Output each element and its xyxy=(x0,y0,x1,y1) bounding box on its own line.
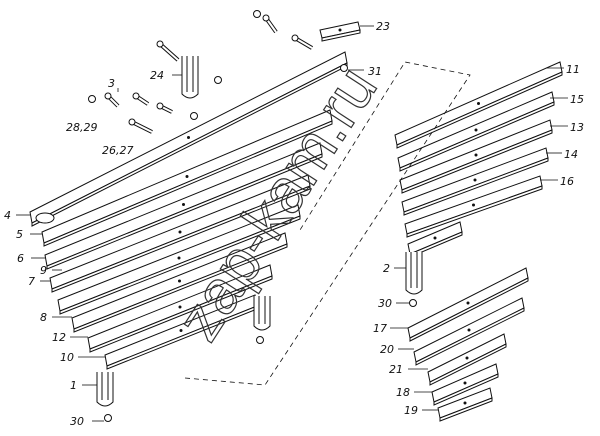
nut xyxy=(409,299,417,307)
leaf-8 xyxy=(71,232,288,333)
pin xyxy=(132,92,150,106)
nut xyxy=(104,414,112,422)
u-clamp-2 xyxy=(405,252,423,295)
callout-label: 23 xyxy=(376,20,390,33)
callout-label: 6 xyxy=(17,252,24,265)
u-clamp-24 xyxy=(181,56,199,99)
leaf-9 xyxy=(57,204,301,315)
callout-label: 2 xyxy=(383,262,390,275)
leaf-12 xyxy=(87,264,273,353)
callout-label: 10 xyxy=(60,351,74,364)
callout-label: 11 xyxy=(566,63,580,76)
pin xyxy=(156,102,173,114)
callout-label: 8 xyxy=(40,311,47,324)
callout-label: 15 xyxy=(570,93,584,106)
bolt xyxy=(156,40,180,62)
callout-label: 28,29 xyxy=(66,121,98,134)
leaf-20 xyxy=(413,297,525,366)
leaf-15 xyxy=(397,91,555,172)
callout-label: 19 xyxy=(404,404,418,417)
plate-23 xyxy=(319,21,361,42)
leaf-17 xyxy=(407,267,529,342)
pin xyxy=(262,14,278,34)
pin-3 xyxy=(104,92,120,108)
u-clamp-center xyxy=(253,296,271,331)
leaf-14 xyxy=(401,147,549,216)
parts-layer xyxy=(29,10,563,422)
callout-label: 31 xyxy=(368,65,382,78)
assembly-boundary-dashed xyxy=(184,61,471,386)
callout-label: 24 xyxy=(150,69,164,82)
callout-label: 14 xyxy=(564,148,578,161)
callout-label: 13 xyxy=(570,121,584,134)
leaf-13 xyxy=(399,119,553,194)
nut xyxy=(214,76,222,84)
callout-label: 7 xyxy=(28,275,35,288)
callout-labels: 23 24 31 3 28,29 26,27 45 679 8 12 10 1 30 11 15 13 14 16… xyxy=(4,20,584,428)
bolt-26 xyxy=(128,118,153,134)
callout-label: 4 xyxy=(4,209,11,222)
leaf-4 xyxy=(29,51,348,227)
nut xyxy=(88,95,96,103)
callout-label: 1 xyxy=(70,379,77,392)
u-clamp-1 xyxy=(96,372,114,407)
leaf-11 xyxy=(394,61,563,149)
spring-eye xyxy=(35,212,55,224)
callout-label: 20 xyxy=(380,343,394,356)
callout-label: 18 xyxy=(396,386,410,399)
callout-label: 30 xyxy=(70,415,84,428)
nut xyxy=(253,10,261,18)
callout-label: 3 xyxy=(108,77,115,90)
callout-label: 9 xyxy=(40,264,47,277)
leaf-5 xyxy=(41,109,333,247)
leaf-16 xyxy=(404,175,543,238)
leaf-18 xyxy=(431,363,499,406)
callout-label: 17 xyxy=(373,322,387,335)
callout-label: 26,27 xyxy=(102,144,134,157)
callout-label: 5 xyxy=(16,228,23,241)
leaf-7 xyxy=(49,174,311,293)
nut xyxy=(190,112,198,120)
callout-label: 21 xyxy=(389,363,403,376)
leaf-6 xyxy=(44,142,323,270)
bolt xyxy=(291,34,314,50)
nut xyxy=(256,336,264,344)
callout-label: 30 xyxy=(378,297,392,310)
leaf-extra xyxy=(407,221,463,258)
leaf-19 xyxy=(437,387,493,422)
leaf-21 xyxy=(427,333,507,386)
nut xyxy=(340,64,348,72)
callout-label: 12 xyxy=(52,331,66,344)
callout-label: 16 xyxy=(560,175,574,188)
